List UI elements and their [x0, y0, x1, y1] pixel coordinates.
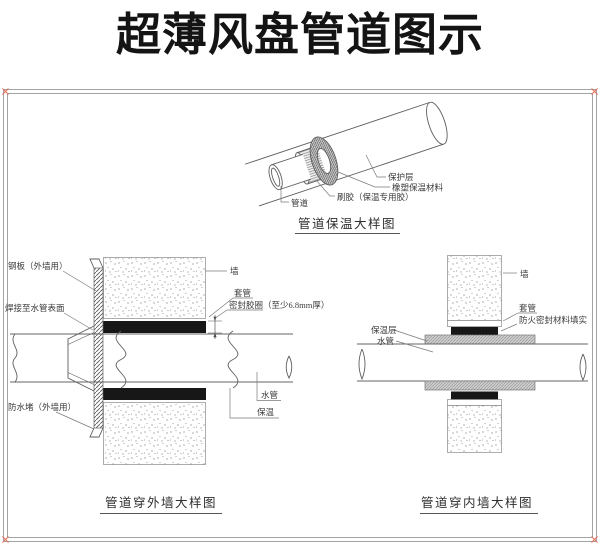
corner-mark-icon [591, 536, 598, 543]
label-waterproof-plug: 防水堵（外墙用） [8, 402, 76, 412]
pipe-open-end-inner [271, 167, 281, 187]
waterproof-plug-collar [67, 325, 95, 392]
label-wall: 墙 [520, 269, 529, 279]
cylinder-end-cap [426, 101, 448, 145]
label-weld-to-pipe: 焊接至水管表面 [5, 303, 65, 313]
detail-pipe-insulation: 保护层 橡塑保温材料 刷胶（保温专用胶） 管道 管道保温大样图 [244, 101, 448, 234]
water-pipe-lines [10, 333, 293, 383]
pipe-break-mid-right [227, 330, 239, 389]
caption-exterior-wall: 管道穿外墙大样图 [105, 495, 217, 510]
corner-mark-icon [591, 88, 598, 95]
label-steel-plate: 钢板（外墙用） [8, 261, 68, 271]
label-fireproof-seal: 防火密封材料填实 [519, 315, 587, 325]
insulated-cylinder-outline [244, 101, 444, 207]
insulation-layer-lower [424, 380, 536, 391]
label-sleeve: 套管 [519, 303, 536, 313]
frame-outer [3, 89, 597, 542]
label-protective-layer: 保护层 [388, 172, 414, 182]
label-insulation-layer: 保温层 [371, 325, 397, 335]
wall-section-lower [103, 402, 206, 465]
caption-interior-wall: 管道穿内墙大样图 [421, 495, 533, 510]
insulation-layer-upper [424, 334, 536, 345]
steel-plate [93, 267, 104, 429]
insulation-leader-lines [280, 154, 390, 203]
label-rubber-plastic-insulation: 橡塑保温材料 [392, 183, 444, 193]
page-title: 超薄风盘管道图示 [115, 8, 484, 61]
detail-interior-wall: 墙 套管 防火密封材料填实 保温层 水管 管道穿内墙大样图 [357, 255, 588, 514]
drawing-frame [3, 89, 597, 542]
exterior-leader-lines [55, 270, 281, 430]
sleeve-band-upper [447, 320, 502, 327]
pipe-open-end-outer [268, 164, 283, 191]
frame-corner-marks [2, 88, 598, 543]
label-water-pipe: 水管 [261, 390, 278, 400]
corner-mark-icon [2, 88, 9, 95]
steel-plate-flare-top [89, 258, 104, 269]
label-glue: 刷胶（保温专用胶） [337, 192, 414, 202]
label-water-pipe: 水管 [377, 336, 394, 346]
pipe-break-left [12, 333, 18, 383]
pipe-break-right-lens [285, 355, 293, 380]
wall-section-upper [447, 255, 502, 321]
insulation-ring-section [309, 136, 339, 186]
fireproof-seal-band-upper [451, 327, 498, 335]
caption-pipe-insulation: 管道保温大样图 [298, 216, 396, 231]
collar-inner-lines [67, 332, 95, 385]
bare-pipe-outline [271, 153, 312, 190]
wall-section-lower [447, 405, 502, 453]
steel-plate-flare-bottom [89, 427, 104, 438]
label-insulation: 保温 [257, 407, 275, 417]
label-pipe: 管道 [291, 198, 309, 208]
interior-leader-lines [393, 272, 537, 353]
detail-exterior-wall: 钢板（外墙用） 焊接至水管表面 防水堵（外墙用） 墙 套管 密封胶圈（至少6.8… [5, 257, 329, 514]
frame-inner [7, 93, 593, 538]
seal-ring-band-upper [103, 321, 206, 333]
corner-mark-icon [2, 536, 9, 543]
pipe-break-mid-left [115, 330, 127, 389]
pipe-break-left-lens [358, 348, 366, 381]
wall-section-upper [103, 257, 206, 319]
sleeve-band-lower [447, 399, 502, 406]
label-sleeve: 套管 [234, 288, 251, 298]
seal-ring-band-lower [103, 388, 206, 400]
fireproof-seal-band-lower [451, 391, 498, 400]
label-seal-ring: 密封胶圈（至少6.8mm厚） [229, 300, 329, 310]
water-pipe-lines [357, 343, 588, 382]
pipe-break-right-lens [579, 353, 587, 382]
label-wall: 墙 [230, 266, 239, 276]
